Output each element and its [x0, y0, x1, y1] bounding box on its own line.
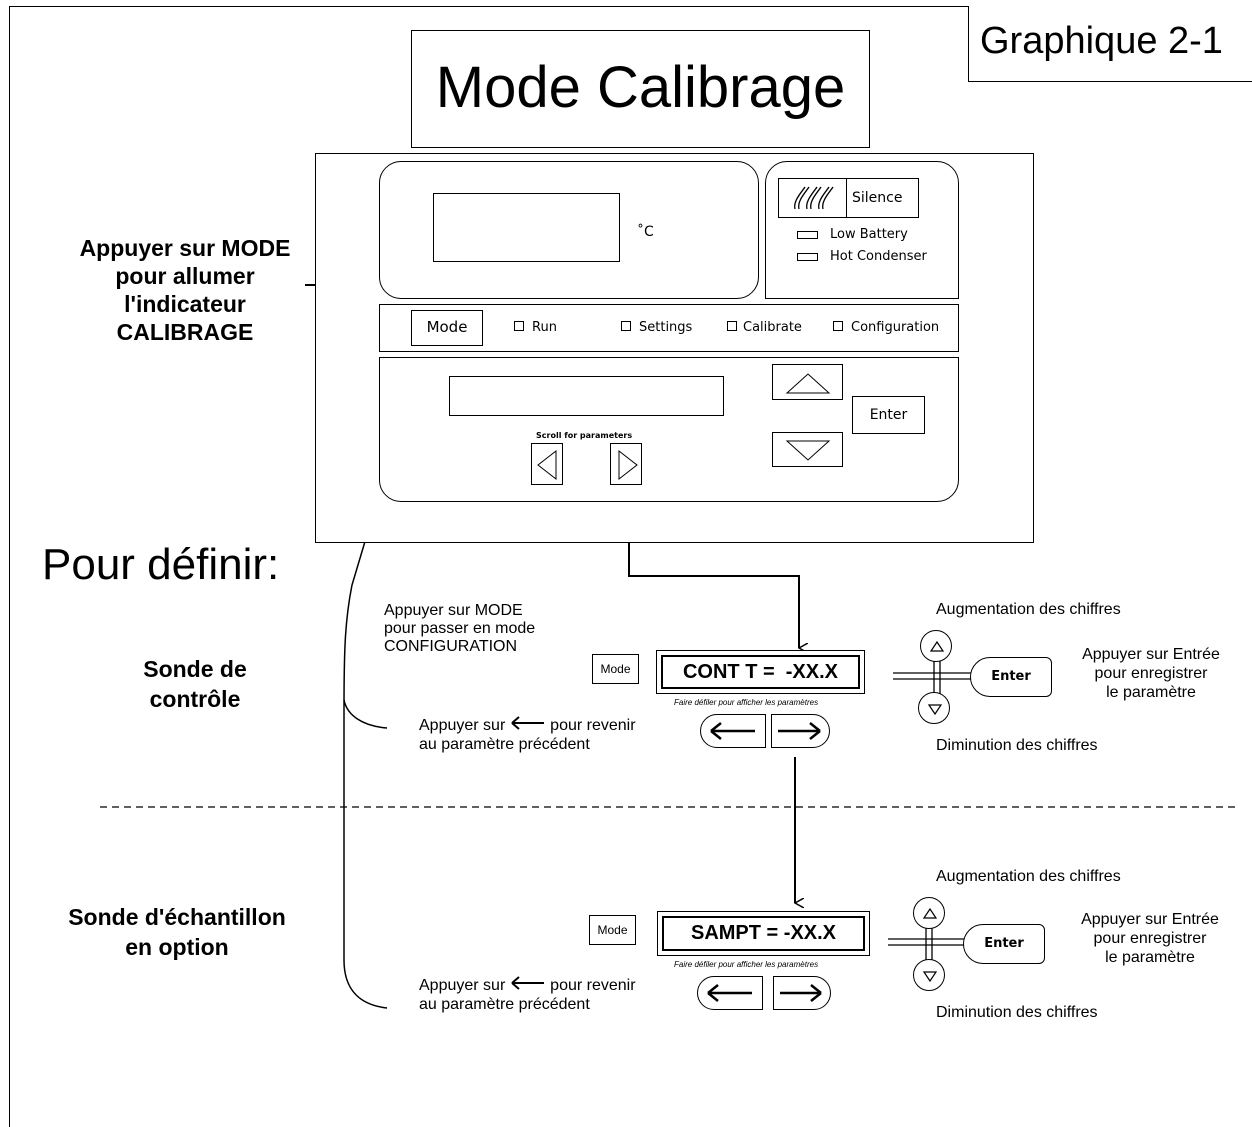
section2-enter-button[interactable]: Enter — [963, 924, 1045, 964]
back-arrow-icon — [510, 976, 546, 995]
section1-up-button[interactable] — [920, 630, 952, 662]
section2-down-button[interactable] — [913, 959, 945, 991]
section1-scroll-caption: Faire défiler pour afficher les paramètr… — [674, 698, 819, 707]
panel-mode-button[interactable]: Mode — [411, 310, 483, 346]
left-triangle-icon — [537, 449, 557, 481]
down-triangle-icon — [927, 704, 943, 716]
figure-label-box — [968, 6, 1252, 82]
section2-right-arrow-button[interactable] — [773, 976, 831, 1010]
section2-heading: Sonde d'échantillon en option — [68, 904, 286, 960]
settings-led — [621, 321, 631, 331]
pour-definir-heading: Pour définir: — [42, 540, 280, 589]
left-arrow-icon — [710, 722, 755, 740]
section1-mode-note: Appuyer sur MODE pour passer en mode CON… — [384, 602, 536, 655]
section2-enter-note: Appuyer sur Entrée pour enregistrer le p… — [1081, 911, 1219, 966]
section1-increase-label: Augmentation des chiffres — [936, 601, 1121, 618]
calibrate-indicator: Calibrate — [727, 320, 802, 335]
scroll-right-button[interactable] — [610, 443, 642, 485]
section2-scroll-caption: Faire défiler pour afficher les paramètr… — [674, 960, 819, 969]
configuration-led — [833, 321, 843, 331]
silence-icon — [779, 179, 847, 217]
section2-increase-label: Augmentation des chiffres — [936, 868, 1121, 885]
title-box — [411, 30, 870, 148]
panel-down-button[interactable] — [772, 432, 843, 467]
section2-mode-button[interactable]: Mode — [589, 915, 636, 945]
run-indicator: Run — [514, 320, 557, 335]
page-title: Mode Calibrage — [435, 55, 846, 120]
mode-callout: Appuyer sur MODE pour allumer l'indicate… — [79, 235, 291, 345]
run-led — [514, 321, 524, 331]
section1-back-note: Appuyer sur pour revenir au paramètre pr… — [419, 716, 636, 753]
right-arrow-icon — [778, 722, 821, 740]
down-triangle-icon — [922, 971, 938, 983]
panel-enter-button[interactable]: Enter — [852, 396, 925, 434]
right-triangle-icon — [618, 449, 638, 481]
section1-heading: Sonde de contrôle — [143, 656, 247, 712]
up-triangle-icon — [922, 907, 938, 919]
section2-up-button[interactable] — [913, 897, 945, 929]
section1-decrease-label: Diminution des chiffres — [936, 737, 1098, 754]
section1-right-arrow-button[interactable] — [771, 714, 830, 748]
return-curve — [343, 518, 388, 1009]
section2-left-arrow-button[interactable] — [697, 976, 763, 1010]
calibrate-led — [727, 321, 737, 331]
temp-unit: ˚C — [637, 224, 654, 240]
section2-display-inner: SAMPT = -XX.X — [662, 916, 865, 951]
settings-indicator: Settings — [621, 320, 692, 335]
low-battery-label: Low Battery — [830, 227, 908, 242]
temperature-display — [433, 193, 620, 262]
hot-condenser-label: Hot Condenser — [830, 249, 927, 264]
parameter-display — [449, 376, 724, 416]
low-battery-led — [797, 231, 818, 239]
hot-condenser-led — [797, 253, 818, 261]
right-arrow-icon — [780, 984, 822, 1002]
panel-up-button[interactable] — [772, 364, 843, 400]
section1-mode-button[interactable]: Mode — [592, 654, 639, 684]
section1-left-arrow-button[interactable] — [700, 714, 766, 748]
scroll-left-button[interactable] — [531, 443, 563, 485]
section1-display-inner: CONT T = -XX.X — [661, 655, 860, 689]
section1-down-button[interactable] — [918, 692, 950, 724]
silence-label: Silence — [852, 190, 903, 206]
section1-enter-button[interactable]: Enter — [970, 657, 1052, 697]
section2-decrease-label: Diminution des chiffres — [936, 1004, 1098, 1021]
down-triangle-icon — [785, 440, 831, 461]
page-frame — [9, 6, 1252, 1127]
section2-back-note: Appuyer sur pour revenir au paramètre pr… — [419, 976, 636, 1013]
scroll-label: Scroll for parameters — [536, 431, 633, 440]
configuration-indicator: Configuration — [833, 320, 939, 335]
left-arrow-icon — [707, 984, 752, 1002]
up-triangle-icon — [785, 373, 831, 394]
back-arrow-icon — [510, 716, 546, 735]
figure-label: Graphique 2-1 — [980, 20, 1223, 62]
up-triangle-icon — [929, 640, 945, 652]
section1-enter-note: Appuyer sur Entrée pour enregistrer le p… — [1082, 646, 1220, 701]
